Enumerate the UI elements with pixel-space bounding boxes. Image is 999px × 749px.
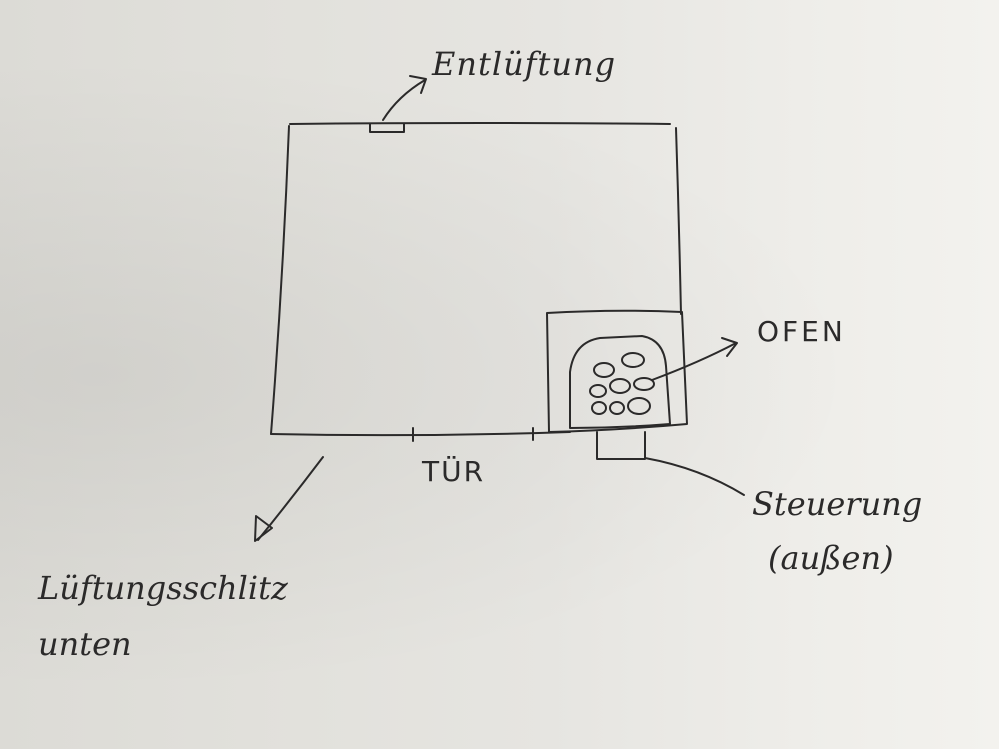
control-leader <box>644 457 745 496</box>
control-label: Steuerung <box>752 485 923 523</box>
vent-slit-label-sub: unten <box>38 625 132 663</box>
vent-label: Entlüftung <box>432 45 617 83</box>
room-right-wall <box>675 127 682 315</box>
oven-enclosure <box>546 309 688 433</box>
control-unit <box>596 431 646 460</box>
oven-arrow <box>651 342 737 381</box>
slit-arrowhead <box>254 515 273 542</box>
oven-arrowhead <box>721 337 738 357</box>
room-top-wall <box>289 122 671 125</box>
room-left-wall <box>270 125 290 435</box>
room-bottom-wall <box>270 431 571 437</box>
control-label-sub: (außen) <box>768 539 894 577</box>
door-label: TÜR <box>422 455 486 488</box>
oven-label: OFEN <box>757 315 846 348</box>
vent-slit-label: Lüftungsschlitz <box>38 569 288 607</box>
vent-opening <box>369 123 405 133</box>
vent-arrow <box>382 79 426 121</box>
oven-body <box>569 335 671 429</box>
slit-arrow <box>257 456 324 541</box>
vent-arrowhead <box>409 75 427 94</box>
sauna-stones <box>589 352 655 415</box>
